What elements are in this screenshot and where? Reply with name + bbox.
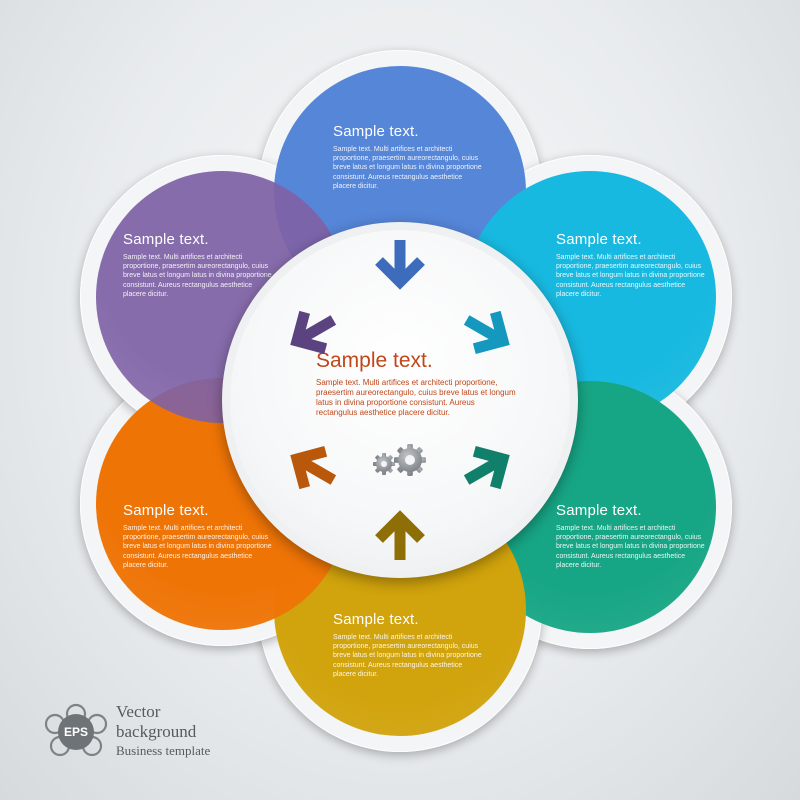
petal-title: Sample text. (123, 502, 209, 519)
footer-line-vector: Vector (116, 702, 161, 721)
petal-body: Sample text. Multi artifices et architec… (123, 254, 272, 298)
arrow-from-bottom (375, 510, 425, 560)
arrow-from-top (375, 240, 425, 290)
petal-body: Sample text. Multi artifices et architec… (333, 146, 482, 190)
footer-line-background: background (116, 722, 197, 741)
center-text: Sample text. Sample text. Multi artifice… (316, 348, 516, 418)
eps-badge-icon: EPS (44, 703, 108, 757)
arrow-from-top-right (463, 310, 510, 354)
petal-text-top: Sample text. Sample text. Multi artifice… (333, 123, 483, 191)
gears-icon (373, 444, 426, 476)
petal-text-bottom-right: Sample text. Sample text. Multi artifice… (556, 502, 706, 570)
small-gear-icon (373, 453, 395, 475)
petal-body: Sample text. Multi artifices et architec… (123, 525, 272, 569)
petal-title: Sample text. (556, 231, 642, 248)
footer-line-business-template: Business template (116, 743, 211, 758)
petal-body: Sample text. Multi artifices et architec… (333, 634, 482, 678)
petal-title: Sample text. (333, 611, 419, 628)
petal-text-bottom: Sample text. Sample text. Multi artifice… (333, 611, 483, 679)
arrow-from-bottom-right (463, 446, 510, 490)
footer-caption: Vector background Business template (116, 702, 210, 760)
petal-body: Sample text. Multi artifices et architec… (556, 525, 705, 569)
arrow-from-top-left (290, 310, 337, 354)
petal-title: Sample text. (556, 502, 642, 519)
eps-badge-label: EPS (64, 725, 88, 739)
petal-text-top-left: Sample text. Sample text. Multi artifice… (123, 231, 273, 299)
center-title: Sample text. (316, 349, 433, 372)
large-gear-icon (394, 444, 426, 476)
arrow-from-bottom-left (290, 446, 337, 490)
petal-text-top-right: Sample text. Sample text. Multi artifice… (556, 231, 706, 299)
petal-body: Sample text. Multi artifices et architec… (556, 254, 705, 298)
petal-text-bottom-left: Sample text. Sample text. Multi artifice… (123, 502, 273, 570)
petal-title: Sample text. (123, 231, 209, 248)
petal-title: Sample text. (333, 123, 419, 140)
center-body: Sample text. Multi artifices et architec… (316, 378, 516, 417)
